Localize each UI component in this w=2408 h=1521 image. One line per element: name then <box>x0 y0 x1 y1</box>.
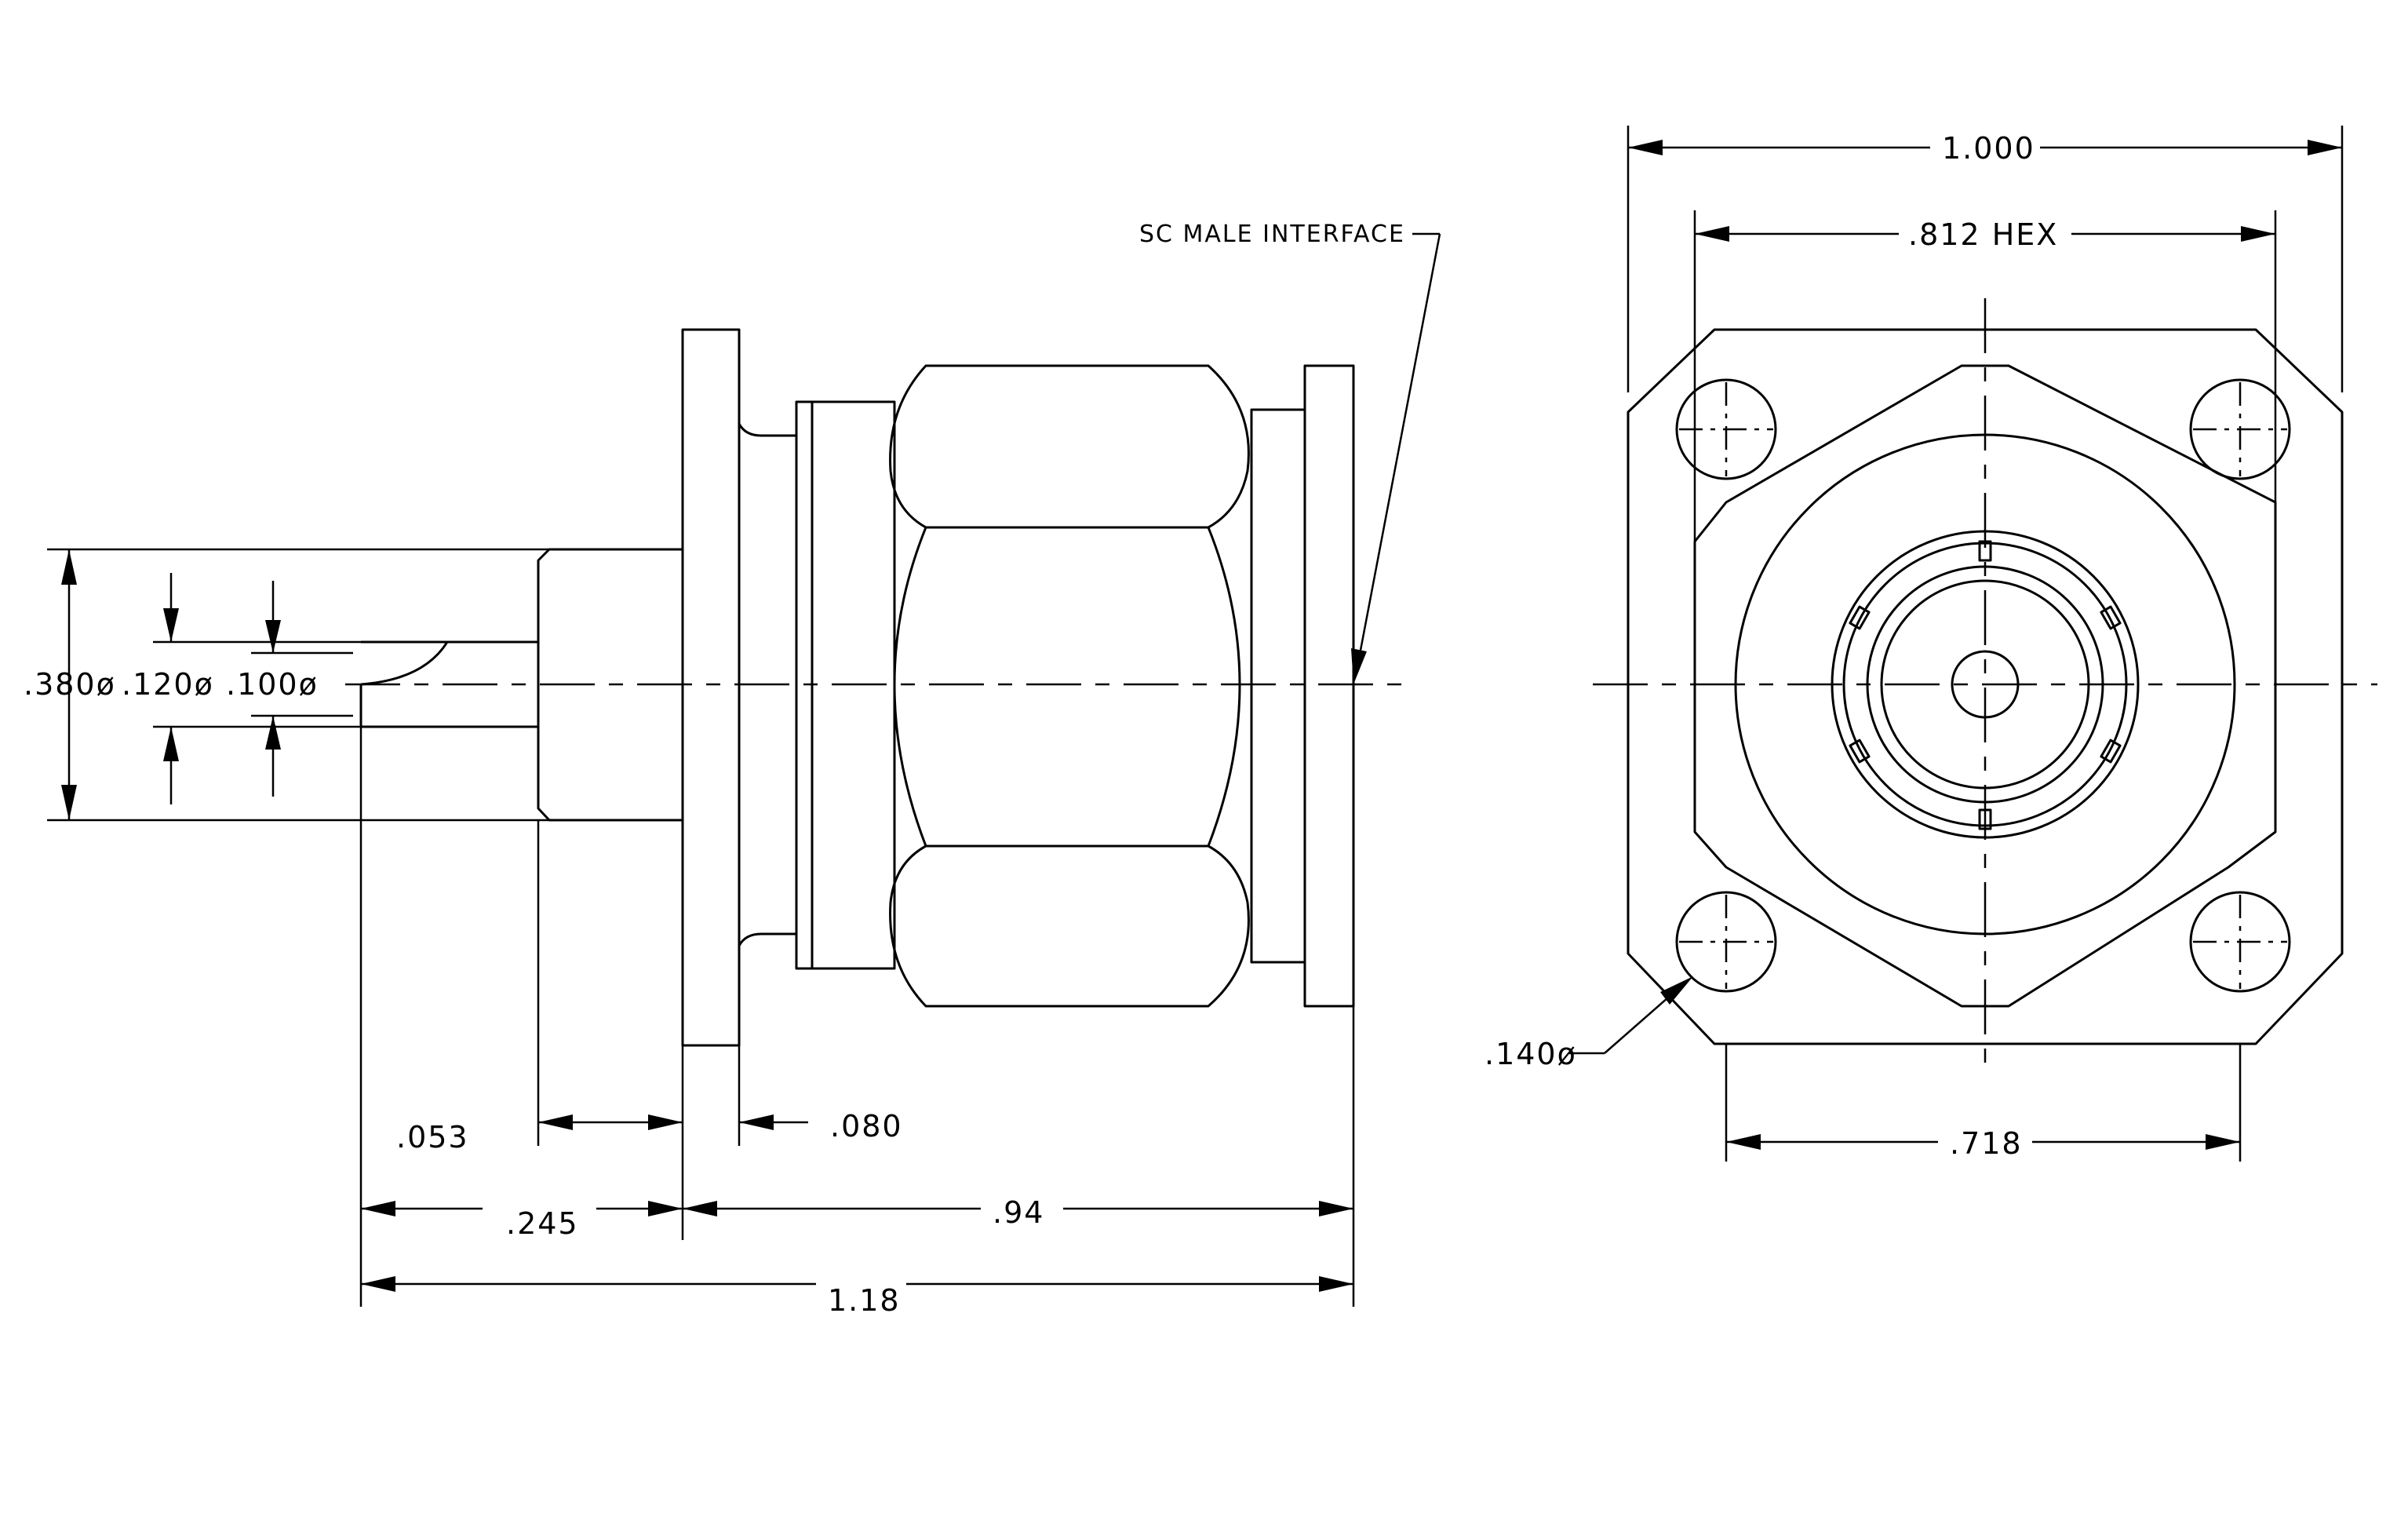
dim-overall-width: 1.000 <box>1942 131 2035 166</box>
dim-flange-thickness: .080 <box>830 1109 903 1143</box>
right-step <box>1251 410 1305 962</box>
flange-plate <box>683 330 739 1045</box>
dim-pin-length: .245 <box>506 1206 579 1241</box>
dim-hole-spacing: .718 <box>1950 1126 2023 1161</box>
dim-overall-length: 1.18 <box>828 1283 901 1318</box>
dim-hex: .812 HEX <box>1908 217 2058 252</box>
dim-pin-inner-diameter: .100ø <box>226 667 319 702</box>
hex-nut <box>891 366 1249 527</box>
hole-crosshairs <box>1679 382 2287 989</box>
dim-pin-outer-diameter: .380ø <box>24 667 116 702</box>
dim-hole-diameter: .140ø <box>1485 1037 1577 1071</box>
callout-label: SC MALE INTERFACE <box>1139 221 1405 248</box>
hex-nut-mid <box>894 527 1240 846</box>
dim-shoulder-length: .053 <box>396 1120 469 1154</box>
end-view <box>1593 298 2377 1075</box>
side-view <box>345 330 1404 1045</box>
mounting-holes <box>1677 380 2290 991</box>
hex-nut-bottom <box>891 846 1249 1006</box>
dim-body-length: .94 <box>993 1195 1044 1230</box>
dim-pin-mid-diameter: .120ø <box>122 667 214 702</box>
pin-tip <box>361 642 447 684</box>
right-flange <box>1305 366 1353 1006</box>
